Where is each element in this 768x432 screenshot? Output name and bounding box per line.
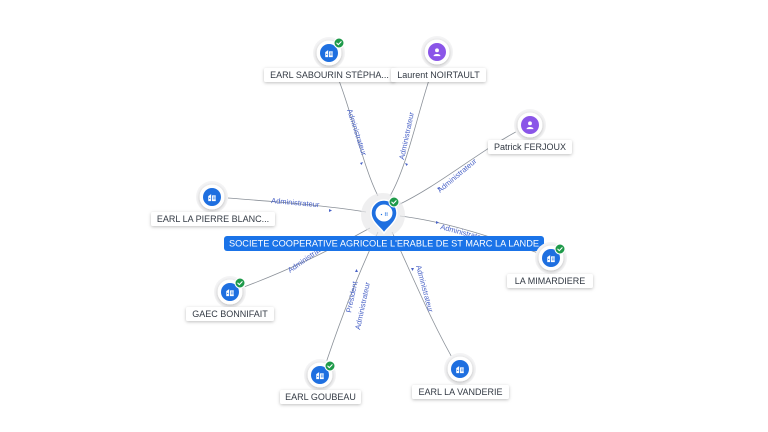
edge-label-ferjoux: Administrateur xyxy=(436,156,479,194)
edges xyxy=(227,67,551,376)
node-vanderie[interactable]: EARL LA VANDERIE xyxy=(412,353,509,399)
node-noirtault[interactable]: Laurent NOIRTAULT xyxy=(391,36,486,82)
edge-pierre[interactable] xyxy=(227,197,367,213)
check-badge xyxy=(333,37,345,49)
node-label: GAEC BONNIFAIT xyxy=(192,309,268,319)
node-bonnifait[interactable]: GAEC BONNIFAIT xyxy=(186,276,274,321)
check-badge xyxy=(324,360,336,372)
edge-label-pierre: Administrateur xyxy=(271,196,320,209)
check-badge xyxy=(234,277,246,289)
edge-ferjoux[interactable] xyxy=(397,126,526,206)
edge-arrow-noirtault xyxy=(405,163,408,166)
edge-label-vanderie: Administrateur xyxy=(414,264,435,314)
edge-arrow-goubeau xyxy=(355,269,358,272)
edge-label-sabourin: Administrateur xyxy=(345,108,369,157)
check-badge xyxy=(554,243,566,255)
center-label: SOCIETE COOPERATIVE AGRICOLE L'ERABLE DE… xyxy=(229,239,539,249)
node-label: EARL SABOURIN STÉPHA... xyxy=(270,70,389,80)
node-label: Laurent NOIRTAULT xyxy=(397,70,480,80)
node-label: EARL GOUBEAU xyxy=(285,392,356,402)
edge-mimardiere[interactable] xyxy=(399,215,551,258)
edge-arrow-sabourin xyxy=(360,162,363,165)
edge-arrow-pierre xyxy=(329,209,332,212)
edge-label-noirtault: Administrateur xyxy=(397,111,416,161)
node-label: EARL LA PIERRE BLANC... xyxy=(157,214,269,224)
node-label: EARL LA VANDERIE xyxy=(418,387,502,397)
edge-arrow-vanderie xyxy=(411,268,414,271)
center-node[interactable]: SOCIETE COOPERATIVE AGRICOLE L'ERABLE DE… xyxy=(224,193,544,251)
edge-noirtault[interactable] xyxy=(389,67,434,197)
edge-bonnifait[interactable] xyxy=(235,227,371,291)
node-label: Patrick FERJOUX xyxy=(494,142,566,152)
node-goubeau[interactable]: EARL GOUBEAU xyxy=(280,359,361,404)
node-pierre[interactable]: EARL LA PIERRE BLANC... xyxy=(151,181,275,226)
edge-arrow-ferjoux xyxy=(437,187,440,190)
node-sabourin[interactable]: EARL SABOURIN STÉPHA... xyxy=(264,37,395,82)
node-label: LA MIMARDIERE xyxy=(515,276,586,286)
node-mimardiere[interactable]: LA MIMARDIERE xyxy=(507,242,593,288)
edge-arrow-mimardiere xyxy=(436,221,439,224)
edge-sabourin[interactable] xyxy=(333,67,379,197)
center-label-bg xyxy=(224,236,544,251)
center-check-badge xyxy=(388,196,400,208)
node-ferjoux[interactable]: Patrick FERJOUX xyxy=(488,109,572,154)
